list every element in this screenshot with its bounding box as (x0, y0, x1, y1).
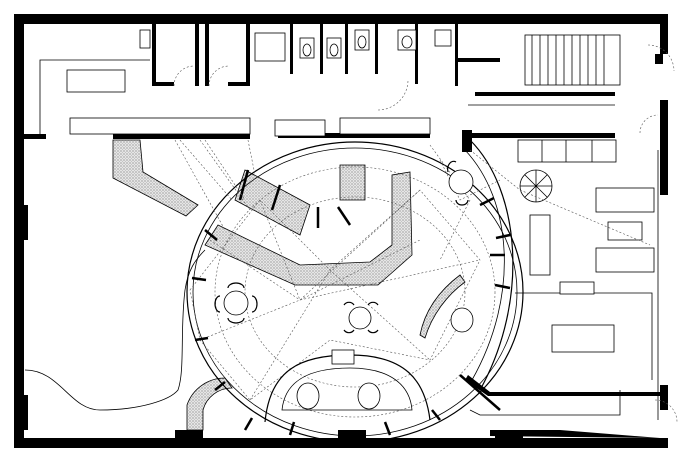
table-left (214, 282, 258, 324)
interior-walls (24, 24, 663, 152)
central-dome (174, 139, 524, 443)
ceiling-lines (179, 139, 651, 246)
lower-alcove (264, 307, 474, 423)
restroom-fixtures (39, 29, 621, 137)
table-right (447, 160, 474, 206)
bench-seating (112, 139, 466, 431)
lounge (465, 139, 660, 438)
site-boundary-line (24, 249, 206, 411)
door-swings (173, 44, 678, 423)
table-center (343, 301, 379, 334)
